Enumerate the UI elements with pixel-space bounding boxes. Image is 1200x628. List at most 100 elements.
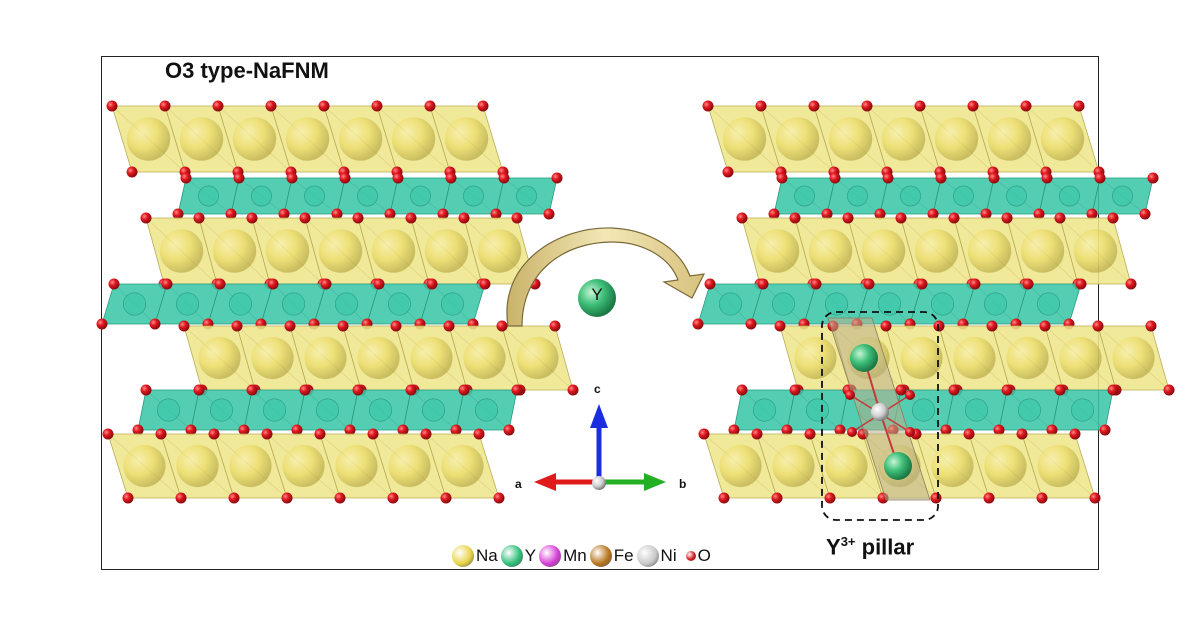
axis-origin [592,476,606,490]
legend-item-o: O [680,546,711,566]
tm-atom [387,292,411,316]
mn-atom-icon [539,545,562,567]
na-atom [388,444,431,488]
pillar-label-charge: 3+ [840,534,856,549]
oxygen-atom [490,208,502,220]
oxygen-atom [880,320,892,332]
oxygen-atom [161,278,173,290]
structure-block [692,100,1175,504]
oxygen-atom [437,208,449,220]
oxygen-atom [108,278,120,290]
oxygen-atom [845,390,855,400]
legend-label: Ni [660,546,677,565]
y-atom-icon [500,545,523,567]
na-atom [285,117,330,161]
oxygen-atom [755,100,767,112]
oxygen-atom [320,278,332,290]
oxygen-atom [344,424,356,436]
oxygen-atom [722,166,734,178]
oxygen-atom [267,278,279,290]
oxygen-atom [993,424,1005,436]
tm-atom [1037,292,1061,316]
na-atom [987,117,1032,161]
na-atom [477,229,522,273]
oxygen-atom [278,208,290,220]
tm-atom [771,292,795,316]
tm-atom [357,185,378,207]
legend-item-fe: Fe [589,545,634,567]
oxygen-atom [751,428,763,440]
legend-label: O [697,546,711,565]
tm-atom [421,398,445,422]
na-atom-icon [452,545,474,567]
oxygen-atom [443,320,455,332]
oxygen-atom [927,208,939,220]
oxygen-atom [132,424,144,436]
oxygen-atom [736,212,748,224]
doping-arrow-group [506,227,706,327]
tm-atom [334,292,358,316]
oxygen-atom [704,278,716,290]
tm-atom [315,398,339,422]
oxygen-atom [1022,278,1034,290]
na-atom [159,229,204,273]
oxygen-atom [126,166,138,178]
tm-atom [930,292,954,316]
oxygen-atom [281,492,293,504]
na-atom [772,444,815,488]
tm-atom [1112,185,1133,207]
oxygen-atom [930,492,942,504]
tm-atom [176,292,200,316]
na-atom [775,117,820,161]
oxygen-atom [1147,172,1159,184]
oxygen-atom [804,428,816,440]
axis-b-arrowhead [644,473,666,491]
tm-atom [210,398,234,422]
oxygen-atom [384,208,396,220]
tm-atom [262,398,286,422]
oxygen-atom [895,384,907,396]
y-pillar-atom [884,452,912,480]
oxygen-atom [318,100,330,112]
oxygen-atom [933,320,945,332]
tm-atom [123,292,147,316]
oxygen-atom [159,100,171,112]
na-atom [212,229,257,273]
oxygen-atom [339,172,351,184]
oxygen-atom [193,384,205,396]
na-atom [825,444,868,488]
axis-b-label: b [679,477,687,491]
na-atom [1059,336,1102,380]
oxygen-atom [367,428,379,440]
na-atom [861,229,906,273]
oxygen-atom [106,100,118,112]
na-atom [391,117,436,161]
oxygen-atom [1001,384,1013,396]
oxygen-atom [265,100,277,112]
oxygen-atom [331,208,343,220]
oxygen-atom [1069,428,1081,440]
oxygen-atom [458,212,470,224]
oxygen-atom [458,384,470,396]
tm-atom [516,185,537,207]
oxygen-atom [246,212,258,224]
oxygen-atom [905,427,915,437]
na-atom [1037,444,1080,488]
y-pillar-region [821,311,939,521]
fe-atom-icon [589,545,612,567]
oxygen-atom [175,492,187,504]
tm-atom [718,292,742,316]
oxygen-atom [842,212,854,224]
curved-arrow-icon [506,227,706,327]
oxygen-atom [1145,320,1157,332]
tm-atom [229,292,253,316]
oxygen-atom [1125,278,1137,290]
oxygen-atom [261,428,273,440]
na-atom [1073,229,1118,273]
tm-atom [1059,185,1080,207]
na-atom [1006,336,1049,380]
oxygen-atom [1163,384,1175,396]
na-atom [755,229,800,273]
oxygen-atom [233,172,245,184]
oxygen-atom [352,212,364,224]
